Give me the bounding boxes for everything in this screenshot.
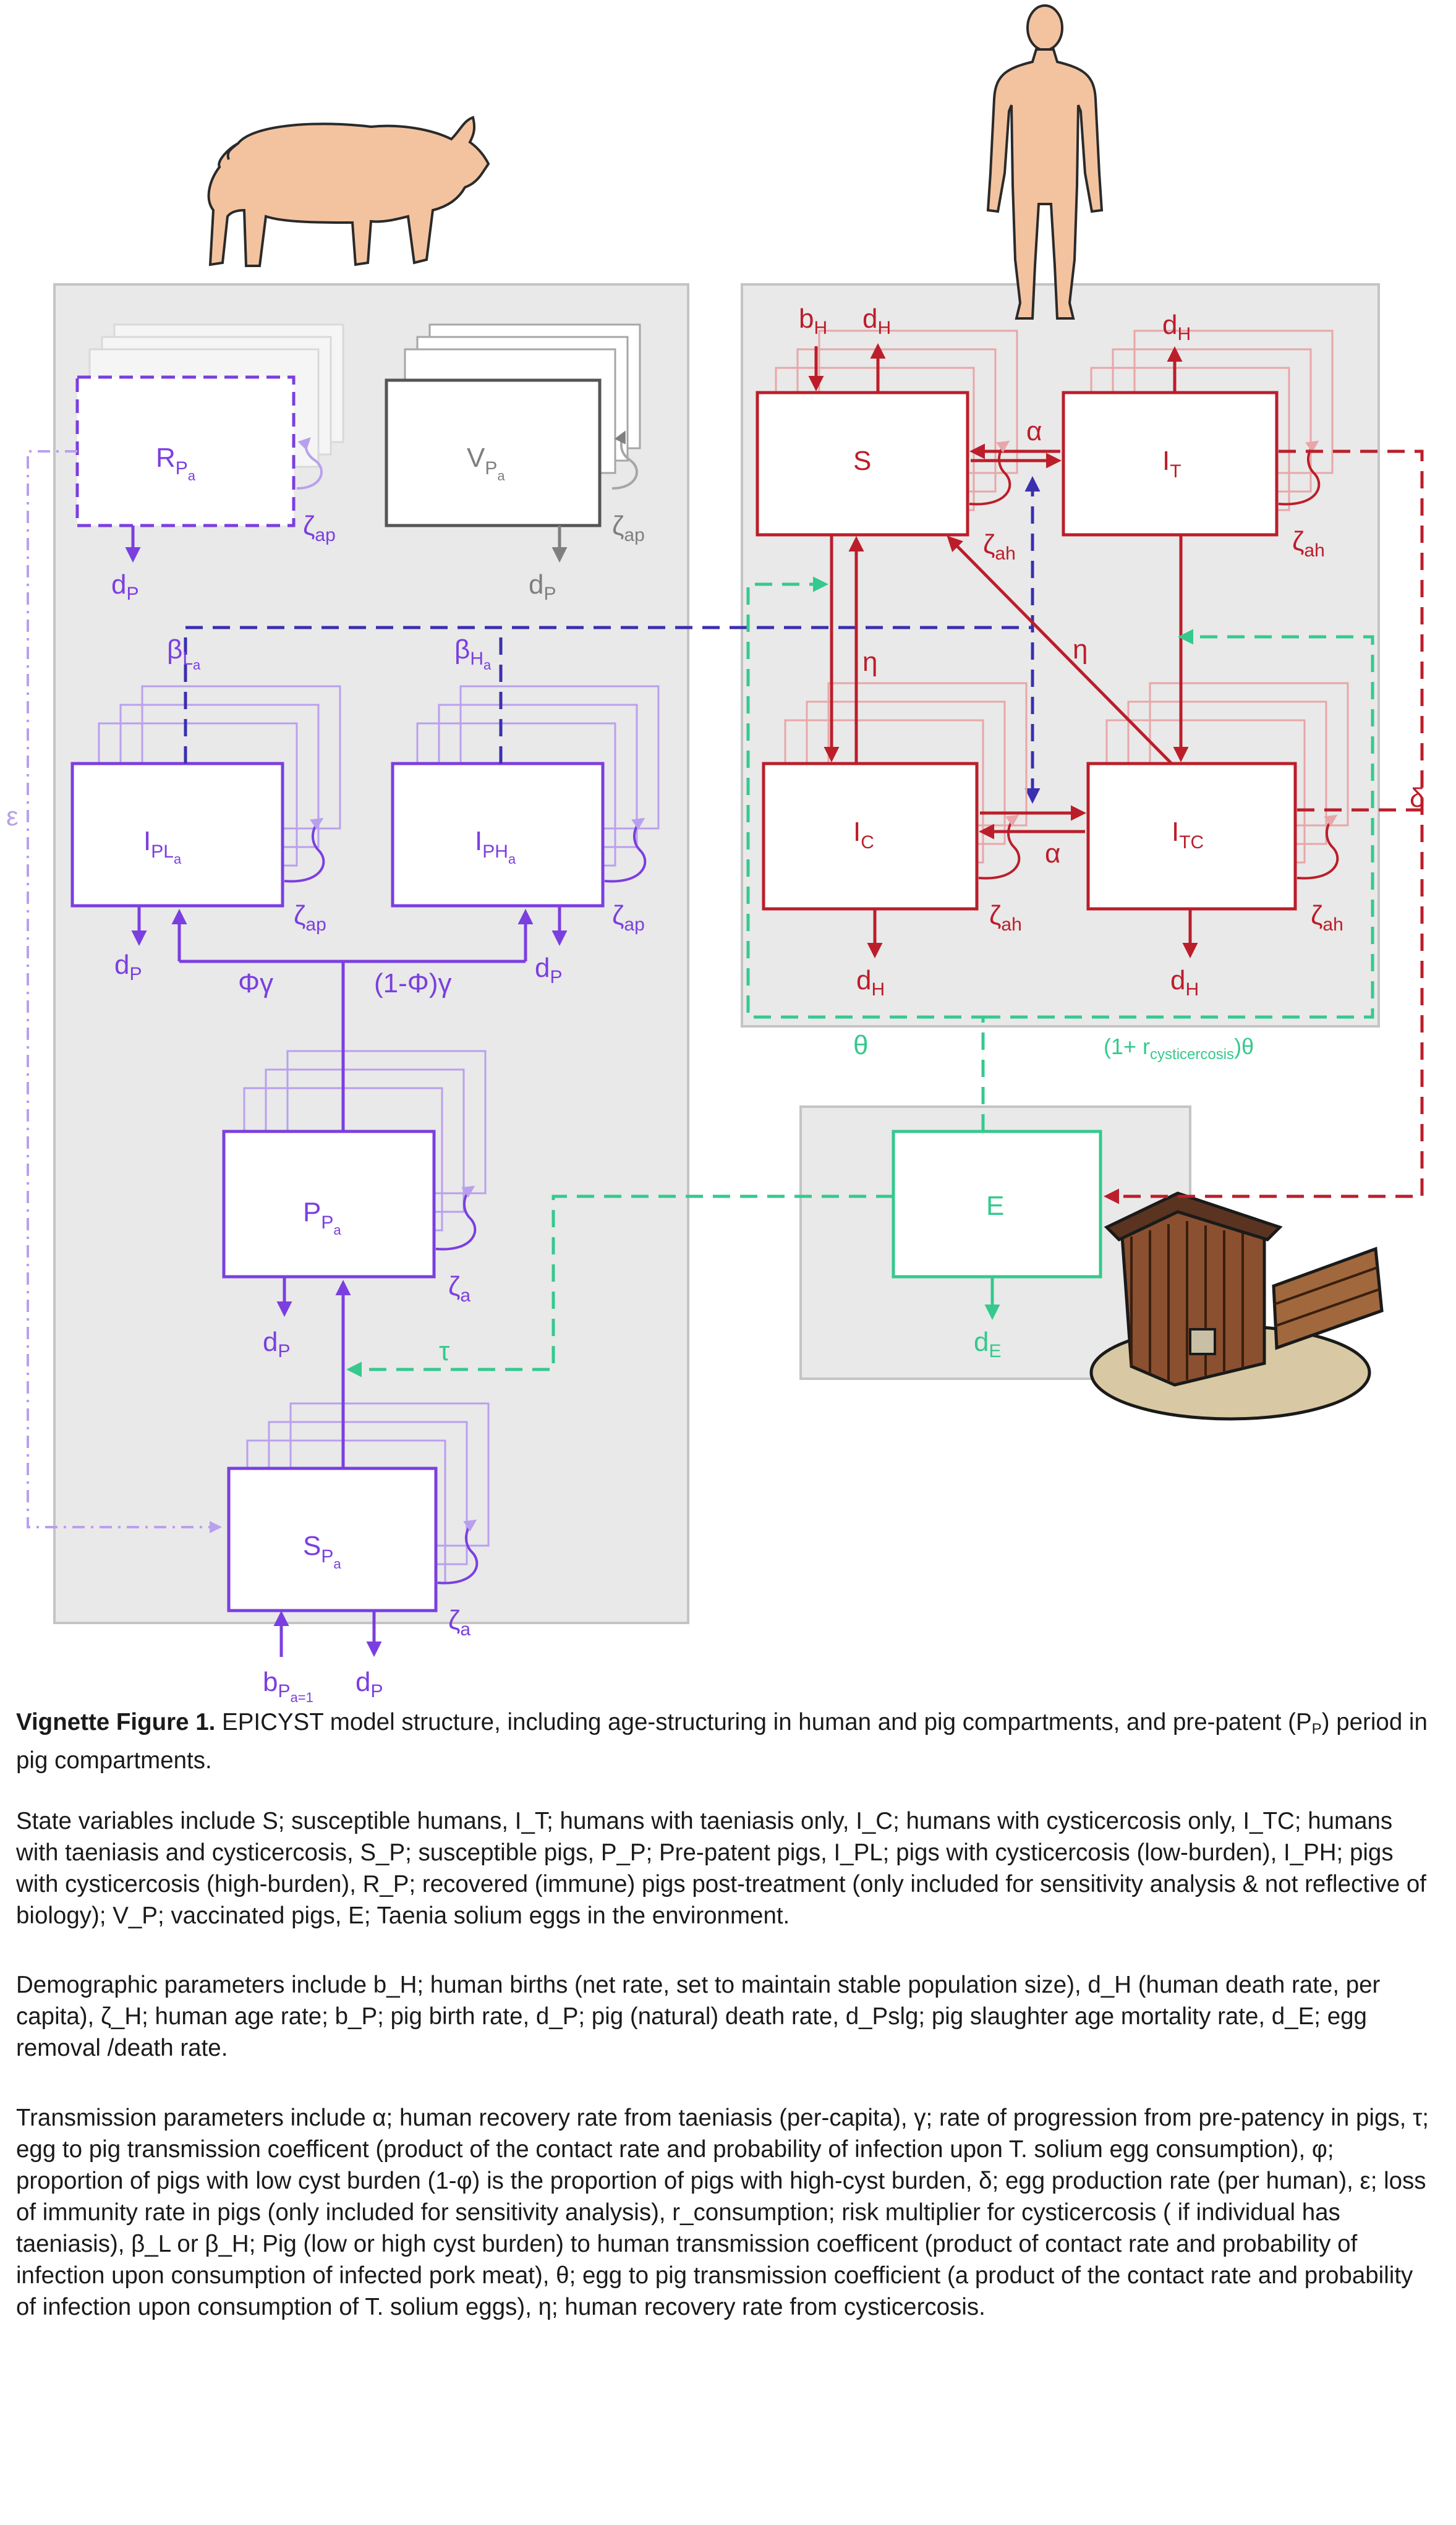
zeta-ah-label-IT: ζah (1292, 526, 1325, 561)
pig-death-arrows (125, 526, 568, 1657)
IC-compartment-label: IC (853, 817, 874, 853)
delta-label: δ (1410, 783, 1425, 813)
beta-H-label: βHa (454, 634, 492, 673)
dP-label-V: dP (529, 569, 556, 604)
dP-label-SP: dP (355, 1667, 383, 1701)
caption-transmission-parameters: Transmission parameters include α; human… (16, 2105, 1429, 2320)
dP-label-PP: dP (263, 1327, 291, 1361)
theta-label: θ (853, 1030, 868, 1060)
pig-silhouette-icon (207, 116, 490, 267)
beta-transmission-lines (184, 476, 1041, 804)
zeta-ap-label-V: ζap (612, 511, 645, 545)
S-human-compartment-label: S (853, 446, 871, 476)
epicyst-model-diagram: RPa VPa IPLa IPHa PPa SPa (6, 4, 1425, 1705)
SP-compartment-box (227, 1467, 438, 1612)
IPL-compartment-label: IPLa (143, 826, 182, 867)
V-compartment-box (385, 378, 602, 527)
dE-label: dE (974, 1327, 1002, 1361)
zeta-ap-label-IPH: ζap (612, 900, 645, 935)
tau-label: τ (439, 1336, 450, 1366)
bPa1-label: bPa=1 (263, 1667, 313, 1705)
caption-state-variables: State variables include S; susceptible h… (16, 1808, 1426, 1929)
ITC-compartment-label: ITC (1172, 817, 1204, 853)
alpha-label-bottom: α (1045, 838, 1060, 869)
PP-compartment-box (222, 1130, 436, 1279)
eta-label-diagonal: η (1073, 634, 1088, 665)
theta-r-cysticercosis-label: (1+ rcysticercosis)θ (1104, 1034, 1254, 1063)
dH-label-IC: dH (856, 965, 885, 1000)
one-minus-phi-gamma-label: (1-Φ)γ (374, 968, 452, 999)
alpha-label-top: α (1026, 416, 1042, 446)
PP-compartment-label: PPa (303, 1197, 341, 1238)
parameter-labels: dP dP dP dP dP dP bPa=1 ζap ζap ζap ζap … (6, 304, 1425, 1705)
dP-label-IPH: dP (535, 953, 563, 987)
IT-compartment-label: IT (1162, 446, 1181, 482)
pig-aging-curls (284, 430, 647, 1585)
zeta-ah-label-ITC: ζah (1311, 900, 1343, 935)
dH-label-IT: dH (1162, 310, 1191, 344)
IPH-compartment-label: IPHa (475, 826, 516, 867)
zeta-a-label-PP: ζa (448, 1271, 470, 1306)
delta-egg-production-line (1104, 449, 1424, 1204)
dP-label-R: dP (111, 569, 139, 604)
E-compartment-box (892, 1130, 1102, 1279)
dH-label-ITC: dH (1170, 965, 1199, 1000)
theta-tau-transmission-lines (346, 576, 1374, 1377)
caption-demographic-parameters: Demographic parameters include b_H; huma… (16, 1972, 1381, 2061)
V-compartment-label: VPa (467, 443, 505, 483)
IC-compartment-box (762, 762, 979, 911)
epsilon-label: ε (6, 801, 19, 832)
zeta-ap-label-R: ζap (303, 511, 336, 545)
zeta-a-label-SP: ζa (448, 1605, 470, 1640)
beta-L-label: βLa (167, 634, 201, 673)
dP-label-IPL: dP (114, 950, 142, 984)
human-silhouette-icon (986, 4, 1104, 320)
R-compartment-label: RPa (156, 443, 196, 483)
zeta-ah-label-S: ζah (983, 529, 1016, 564)
bH-label: bH (799, 304, 827, 338)
E-compartment-label: E (986, 1191, 1004, 1221)
pig-transition-arrows (171, 909, 534, 1468)
SP-compartment-label: SPa (303, 1531, 341, 1572)
dH-label-S: dH (862, 304, 891, 338)
S-human-compartment-box (756, 391, 969, 537)
human-transition-arrows (808, 343, 1198, 958)
R-compartment-box (75, 375, 296, 527)
phi-gamma-label: Φγ (238, 968, 273, 999)
IPL-compartment-box (70, 762, 284, 908)
eta-label-left: η (862, 647, 877, 677)
IT-compartment-box (1062, 391, 1279, 537)
ITC-compartment-box (1086, 762, 1297, 911)
IPH-compartment-box (391, 762, 605, 908)
figure-caption-title: Vignette Figure 1. EPICYST model structu… (16, 1709, 1428, 1774)
latrine-outhouse-icon (1089, 1191, 1384, 1421)
zeta-ah-label-IC: ζah (989, 900, 1022, 935)
zeta-ap-label-IPL: ζap (294, 900, 326, 935)
